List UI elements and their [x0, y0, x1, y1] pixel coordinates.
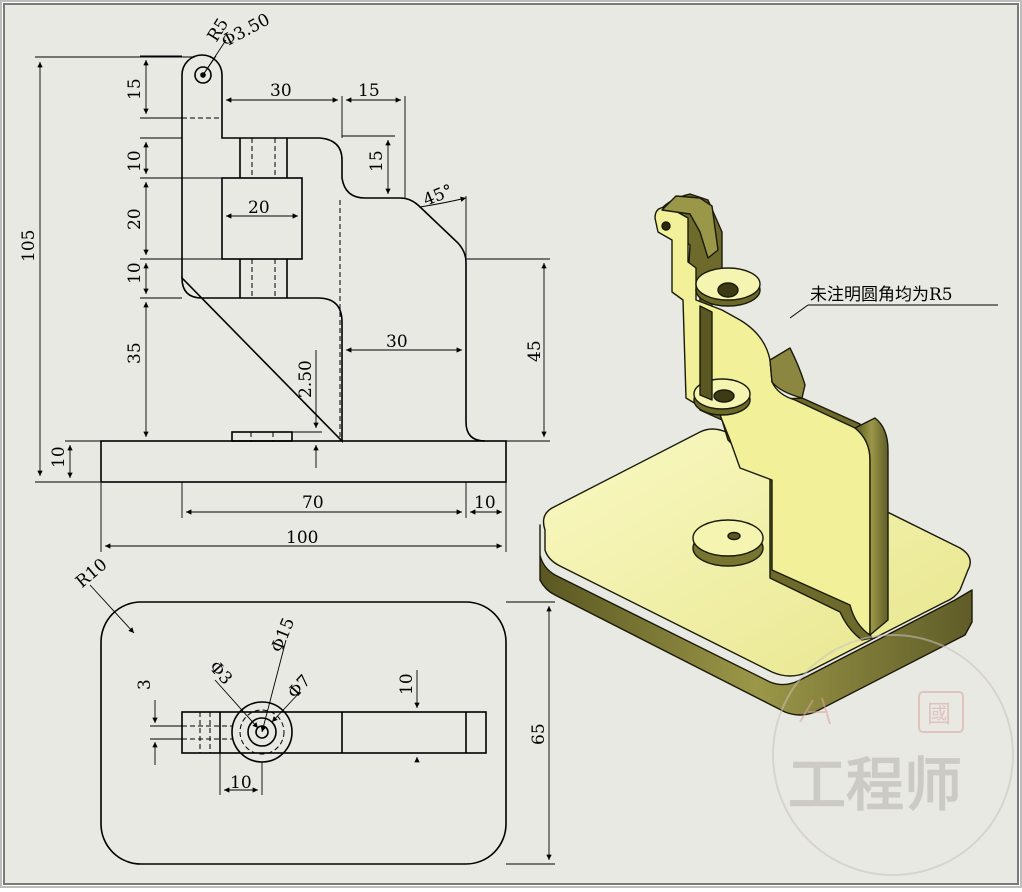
iso-upper-hole — [717, 282, 739, 298]
front-view — [100, 54, 507, 483]
iso-boss-top — [692, 519, 764, 557]
dim-h65: 65 — [529, 723, 549, 745]
dim-w20-block: 20 — [248, 198, 270, 218]
dim-w100: 100 — [286, 528, 318, 548]
dim-h105: 105 — [19, 230, 39, 262]
dim-h45: 45 — [525, 340, 545, 362]
watermark: 國 工程师 — [772, 634, 1014, 876]
rib-outline — [181, 711, 487, 754]
dim-w70: 70 — [302, 493, 324, 513]
base-top-outline — [100, 601, 507, 865]
base-plate-outline — [100, 440, 507, 483]
dim-w30-top: 30 — [270, 81, 292, 101]
dim-h10-base: 10 — [49, 446, 69, 468]
iso-lower-hole — [713, 389, 735, 403]
top-hole — [194, 66, 212, 84]
dim-h15-right: 15 — [367, 150, 387, 172]
dim-h35: 35 — [125, 342, 145, 364]
dim-h2-50: 2.50 — [296, 360, 316, 398]
dim-h10-right: 10 — [397, 673, 417, 695]
top-view — [100, 601, 507, 865]
dim-h20: 20 — [125, 208, 145, 230]
dim-h15-top: 15 — [125, 78, 145, 100]
watermark-text: 工程师 — [788, 751, 962, 819]
boss-outline — [231, 431, 293, 442]
base-side-face — [539, 524, 973, 716]
hole-circle-3 — [255, 725, 269, 739]
block-outline — [221, 177, 303, 260]
dim-w10-bottom: 10 — [230, 773, 252, 793]
dim-w30-mid: 30 — [386, 332, 408, 352]
iso-top-hole — [661, 221, 671, 231]
dim-h3: 3 — [135, 679, 155, 690]
dim-w10-right: 10 — [474, 493, 496, 513]
dim-h10-b: 10 — [125, 262, 145, 284]
dim-w15-top: 15 — [358, 81, 380, 101]
iso-view — [539, 193, 973, 716]
dim-h10-a: 10 — [125, 150, 145, 172]
iso-note: 未注明圆角均为R5 — [810, 285, 953, 305]
iso-boss-hole — [727, 531, 741, 541]
hole-circle-7 — [247, 717, 277, 747]
watermark-seal: 國 — [927, 700, 951, 728]
